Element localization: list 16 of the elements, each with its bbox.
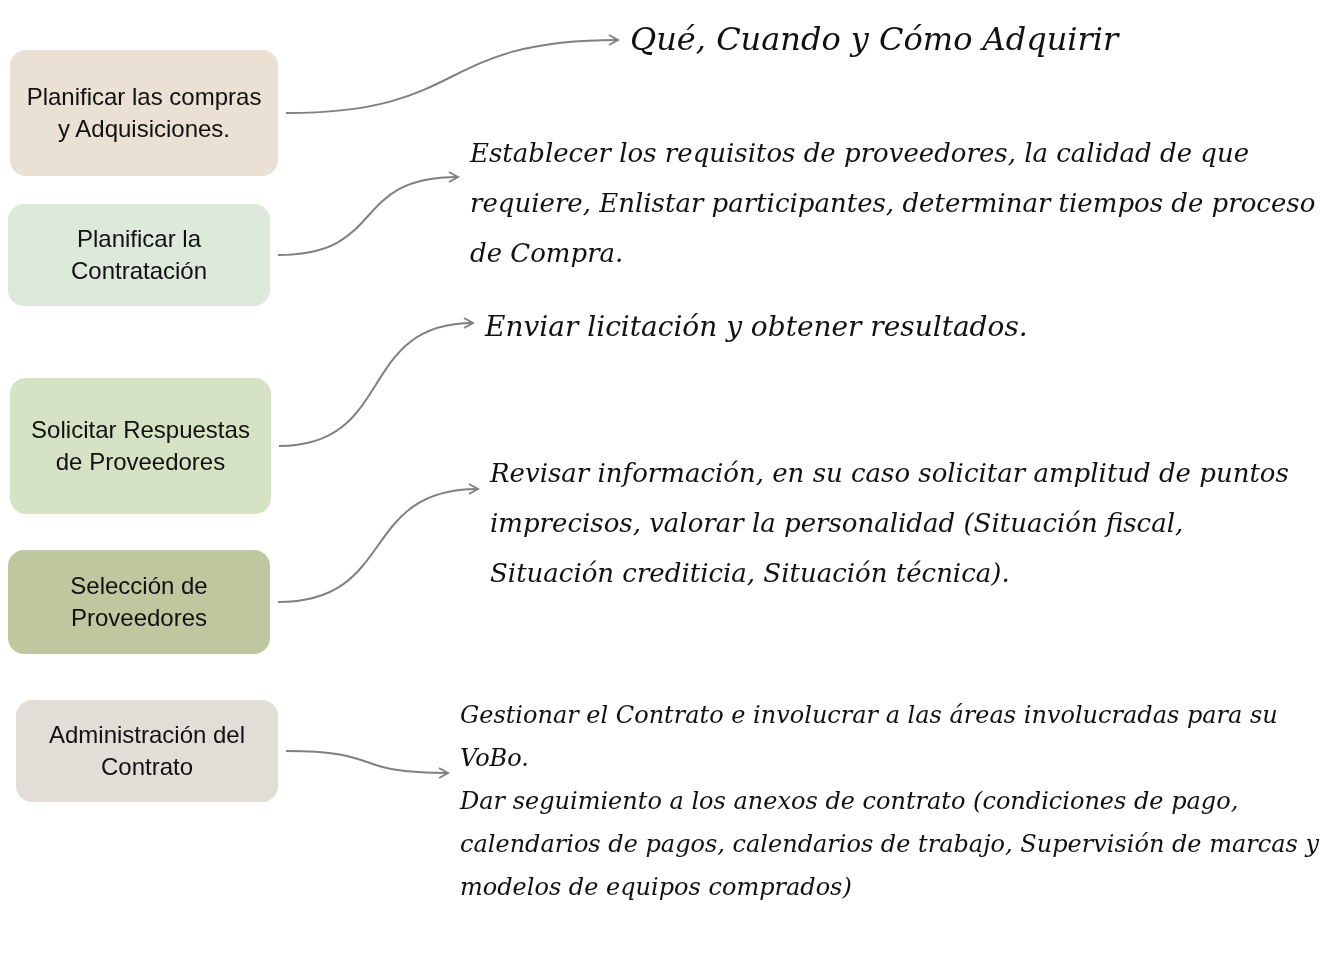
curved-arrow — [285, 34, 619, 114]
description-text: Dar seguimiento a los anexos de contrato (condiciones de pago, calendarios de pagos, calendarios de trabajo, Supervisión de marcas y modelos de equipos comprados) — [460, 786, 1321, 903]
curved-arrow — [277, 483, 479, 603]
curved-arrow — [278, 317, 474, 447]
process-box: Selección de Proveedores — [8, 550, 270, 654]
curved-arrow — [285, 750, 449, 779]
curved-arrow — [277, 171, 459, 256]
description-text: Qué, Cuando y Cómo Adquirir — [630, 19, 1121, 60]
process-box: Planificar las compras y Adquisiciones. — [10, 50, 278, 176]
description-text: Gestionar el Contrato e involucrar a las áreas involucradas para su VoBo. — [460, 700, 1279, 774]
process-box: Planificar la Contratación — [8, 204, 270, 306]
process-box: Solicitar Respuestas de Proveedores — [10, 378, 271, 514]
process-box: Administración del Contrato — [16, 700, 278, 802]
description-text: Establecer los requisitos de proveedores, la calidad de que requiere, Enlistar participantes, determinar tiempos de proceso de Compra. — [470, 137, 1317, 270]
description-text: Revisar información, en su caso solicitar amplitud de puntos imprecisos, valorar la personalidad (Situación fiscal, Situación crediticia, Situación técnica). — [490, 457, 1290, 590]
description-text: Enviar licitación y obtener resultados. — [485, 309, 1029, 345]
